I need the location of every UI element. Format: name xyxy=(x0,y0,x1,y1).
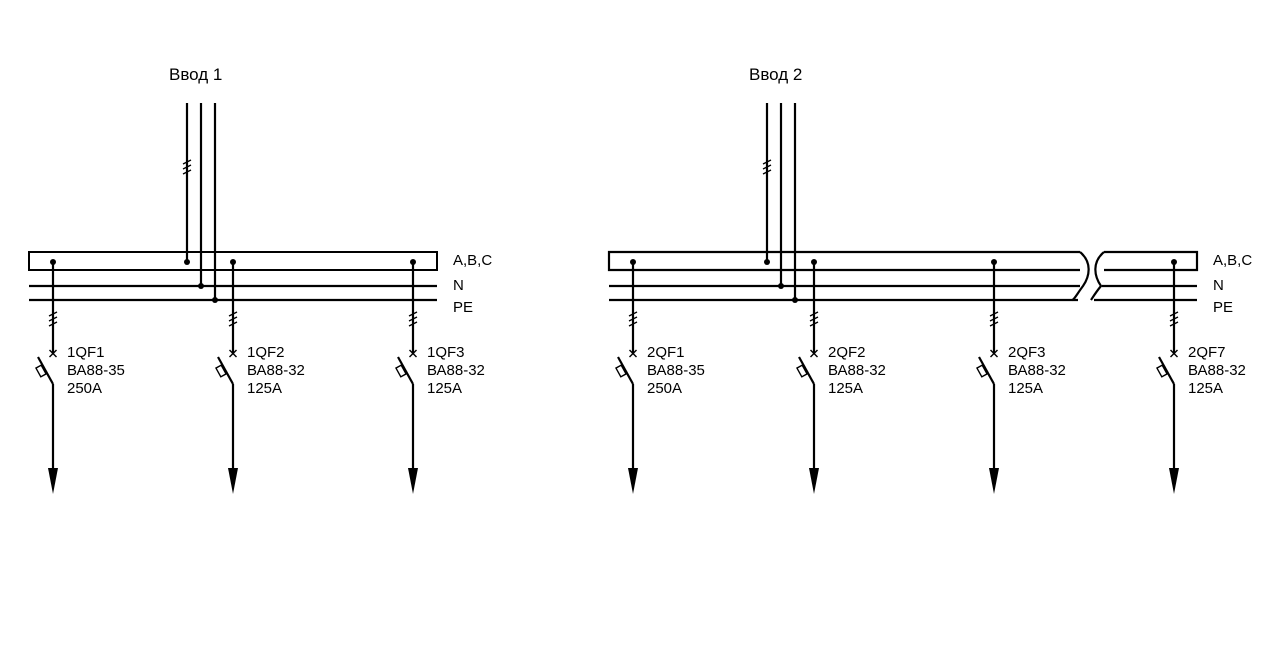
breaker-id: 1QF1 xyxy=(67,344,105,361)
breaker-model: ВА88-32 xyxy=(1008,362,1066,379)
breaker-id: 2QF1 xyxy=(647,344,685,361)
breaker-model: ВА88-35 xyxy=(67,362,125,379)
breaker-2qf3: 2QF3 ВА88-32 125A xyxy=(976,259,1066,494)
breaker-rating: 125A xyxy=(247,380,282,397)
input-1-title: Ввод 1 xyxy=(169,65,222,84)
breaker-rating: 250A xyxy=(647,380,682,397)
input-2-feeder xyxy=(762,103,798,303)
breaker-rating: 125A xyxy=(427,380,462,397)
bus-label-abc: A,B,C xyxy=(1213,252,1252,269)
breaker-id: 2QF3 xyxy=(1008,344,1046,361)
breaker-model: ВА88-32 xyxy=(247,362,305,379)
breaker-id: 1QF3 xyxy=(427,344,465,361)
breaker-id: 2QF2 xyxy=(828,344,866,361)
input-1-group: Ввод 1 A,B,C N PE xyxy=(28,65,492,494)
bus-label-n: N xyxy=(1213,277,1224,294)
input-1-feeder xyxy=(182,103,218,303)
breaker-1qf1: 1QF1 ВА88-35 250A xyxy=(35,259,125,494)
input-2-group: Ввод 2 A,B,C N PE xyxy=(607,65,1252,494)
breaker-2qf1: 2QF1 ВА88-35 250A xyxy=(615,259,705,494)
breaker-model: ВА88-32 xyxy=(427,362,485,379)
break-curve-left xyxy=(1071,251,1090,302)
three-phase-tick-icon xyxy=(762,159,772,175)
busbar-abc-right xyxy=(1104,250,1199,272)
bus-label-pe: PE xyxy=(1213,299,1233,316)
busbar-abc-left xyxy=(607,250,1080,272)
input-2-title: Ввод 2 xyxy=(749,65,802,84)
breaker-id: 2QF7 xyxy=(1188,344,1226,361)
breaker-id: 1QF2 xyxy=(247,344,285,361)
break-curve-right xyxy=(1090,251,1105,301)
breaker-model: ВА88-32 xyxy=(828,362,886,379)
breaker-1qf3: 1QF3 ВА88-32 125A xyxy=(395,259,485,494)
breaker-rating: 125A xyxy=(1008,380,1043,397)
bus-label-pe: PE xyxy=(453,299,473,316)
breaker-rating: 125A xyxy=(1188,380,1223,397)
breaker-model: ВА88-35 xyxy=(647,362,705,379)
breaker-2qf2: 2QF2 ВА88-32 125A xyxy=(796,259,886,494)
breaker-model: ВА88-32 xyxy=(1188,362,1246,379)
breaker-1qf2: 1QF2 ВА88-32 125A xyxy=(215,259,305,494)
bus-label-n: N xyxy=(453,277,464,294)
breaker-rating: 250A xyxy=(67,380,102,397)
bus-label-abc: A,B,C xyxy=(453,252,492,269)
input-2-busbars xyxy=(607,250,1199,302)
breaker-2qf7: 2QF7 ВА88-32 125A xyxy=(1156,259,1246,494)
three-phase-tick-icon xyxy=(182,159,192,175)
breaker-rating: 125A xyxy=(828,380,863,397)
